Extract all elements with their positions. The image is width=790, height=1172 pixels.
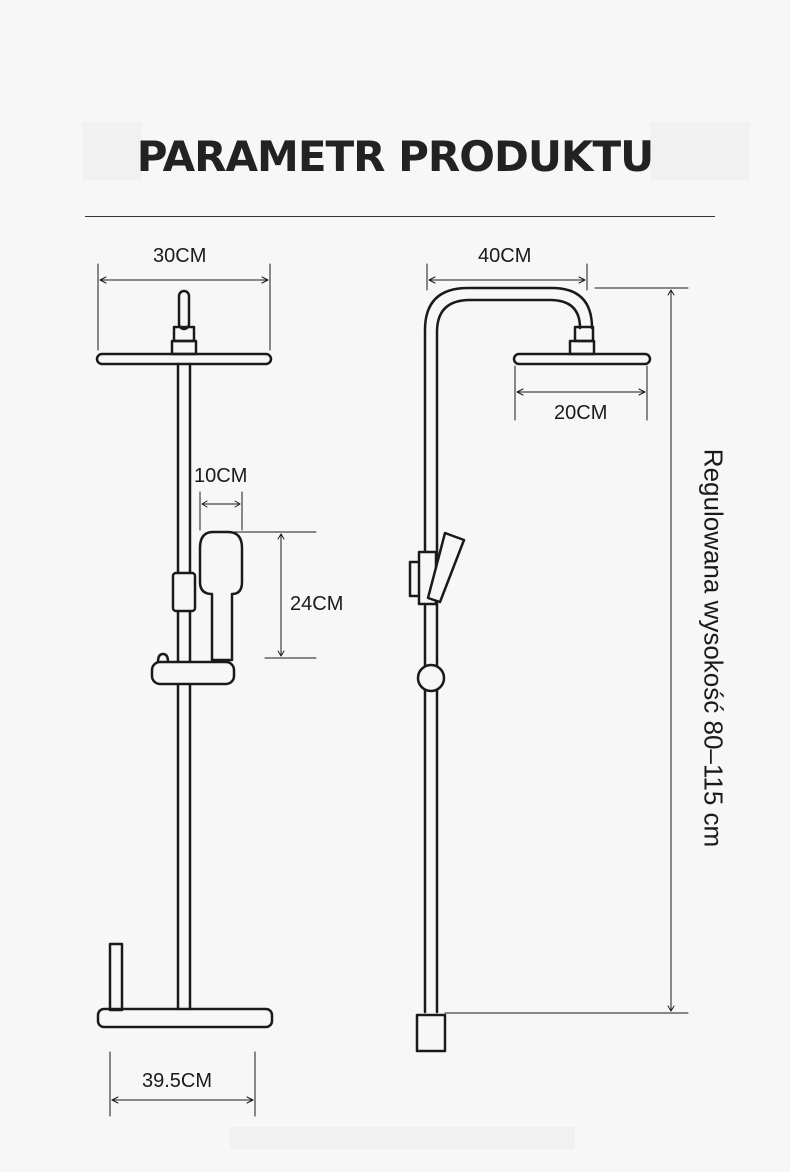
front-view [95,289,274,1029]
front-slide-bracket [171,571,197,613]
side-dimension-lines [426,263,689,1014]
dim-head-diameter-side: 20CM [554,402,608,424]
front-spout [108,942,124,1012]
dim-head-width-front: 30CM [153,245,207,267]
front-shelf [150,660,236,686]
dim-shelf-width: 39.5CM [142,1070,213,1092]
dim-adjustable-height: Regulowana wysokość 80–115 cm [698,448,729,848]
front-rain-head [95,352,273,366]
side-arm-inner [435,298,582,1014]
dim-handshower-length: 24CM [290,593,344,615]
side-diverter-knob [416,663,446,693]
bottom-shade [230,1127,575,1149]
front-handshower [198,530,244,662]
title-divider [85,216,715,217]
side-view [408,286,652,1053]
side-mixer-body [415,1013,447,1053]
side-head-connector-upper [573,325,595,343]
title-shade-right [650,122,750,180]
front-base-tray [96,1007,274,1029]
side-rain-head [512,352,652,366]
front-shelf-knob [156,652,170,664]
front-head-connector-lower [170,339,198,356]
dim-handshower-width: 10CM [194,465,248,487]
side-handshower [426,531,466,604]
page-title: PARAMETR PRODUKTU [136,132,654,181]
title-shade-left [82,122,142,180]
front-top-pipe [177,289,191,331]
side-arm-outer [423,286,594,1014]
front-dimension-lines [97,263,317,1117]
dim-arm-length: 40CM [478,245,532,267]
side-head-connector-lower [568,339,596,356]
